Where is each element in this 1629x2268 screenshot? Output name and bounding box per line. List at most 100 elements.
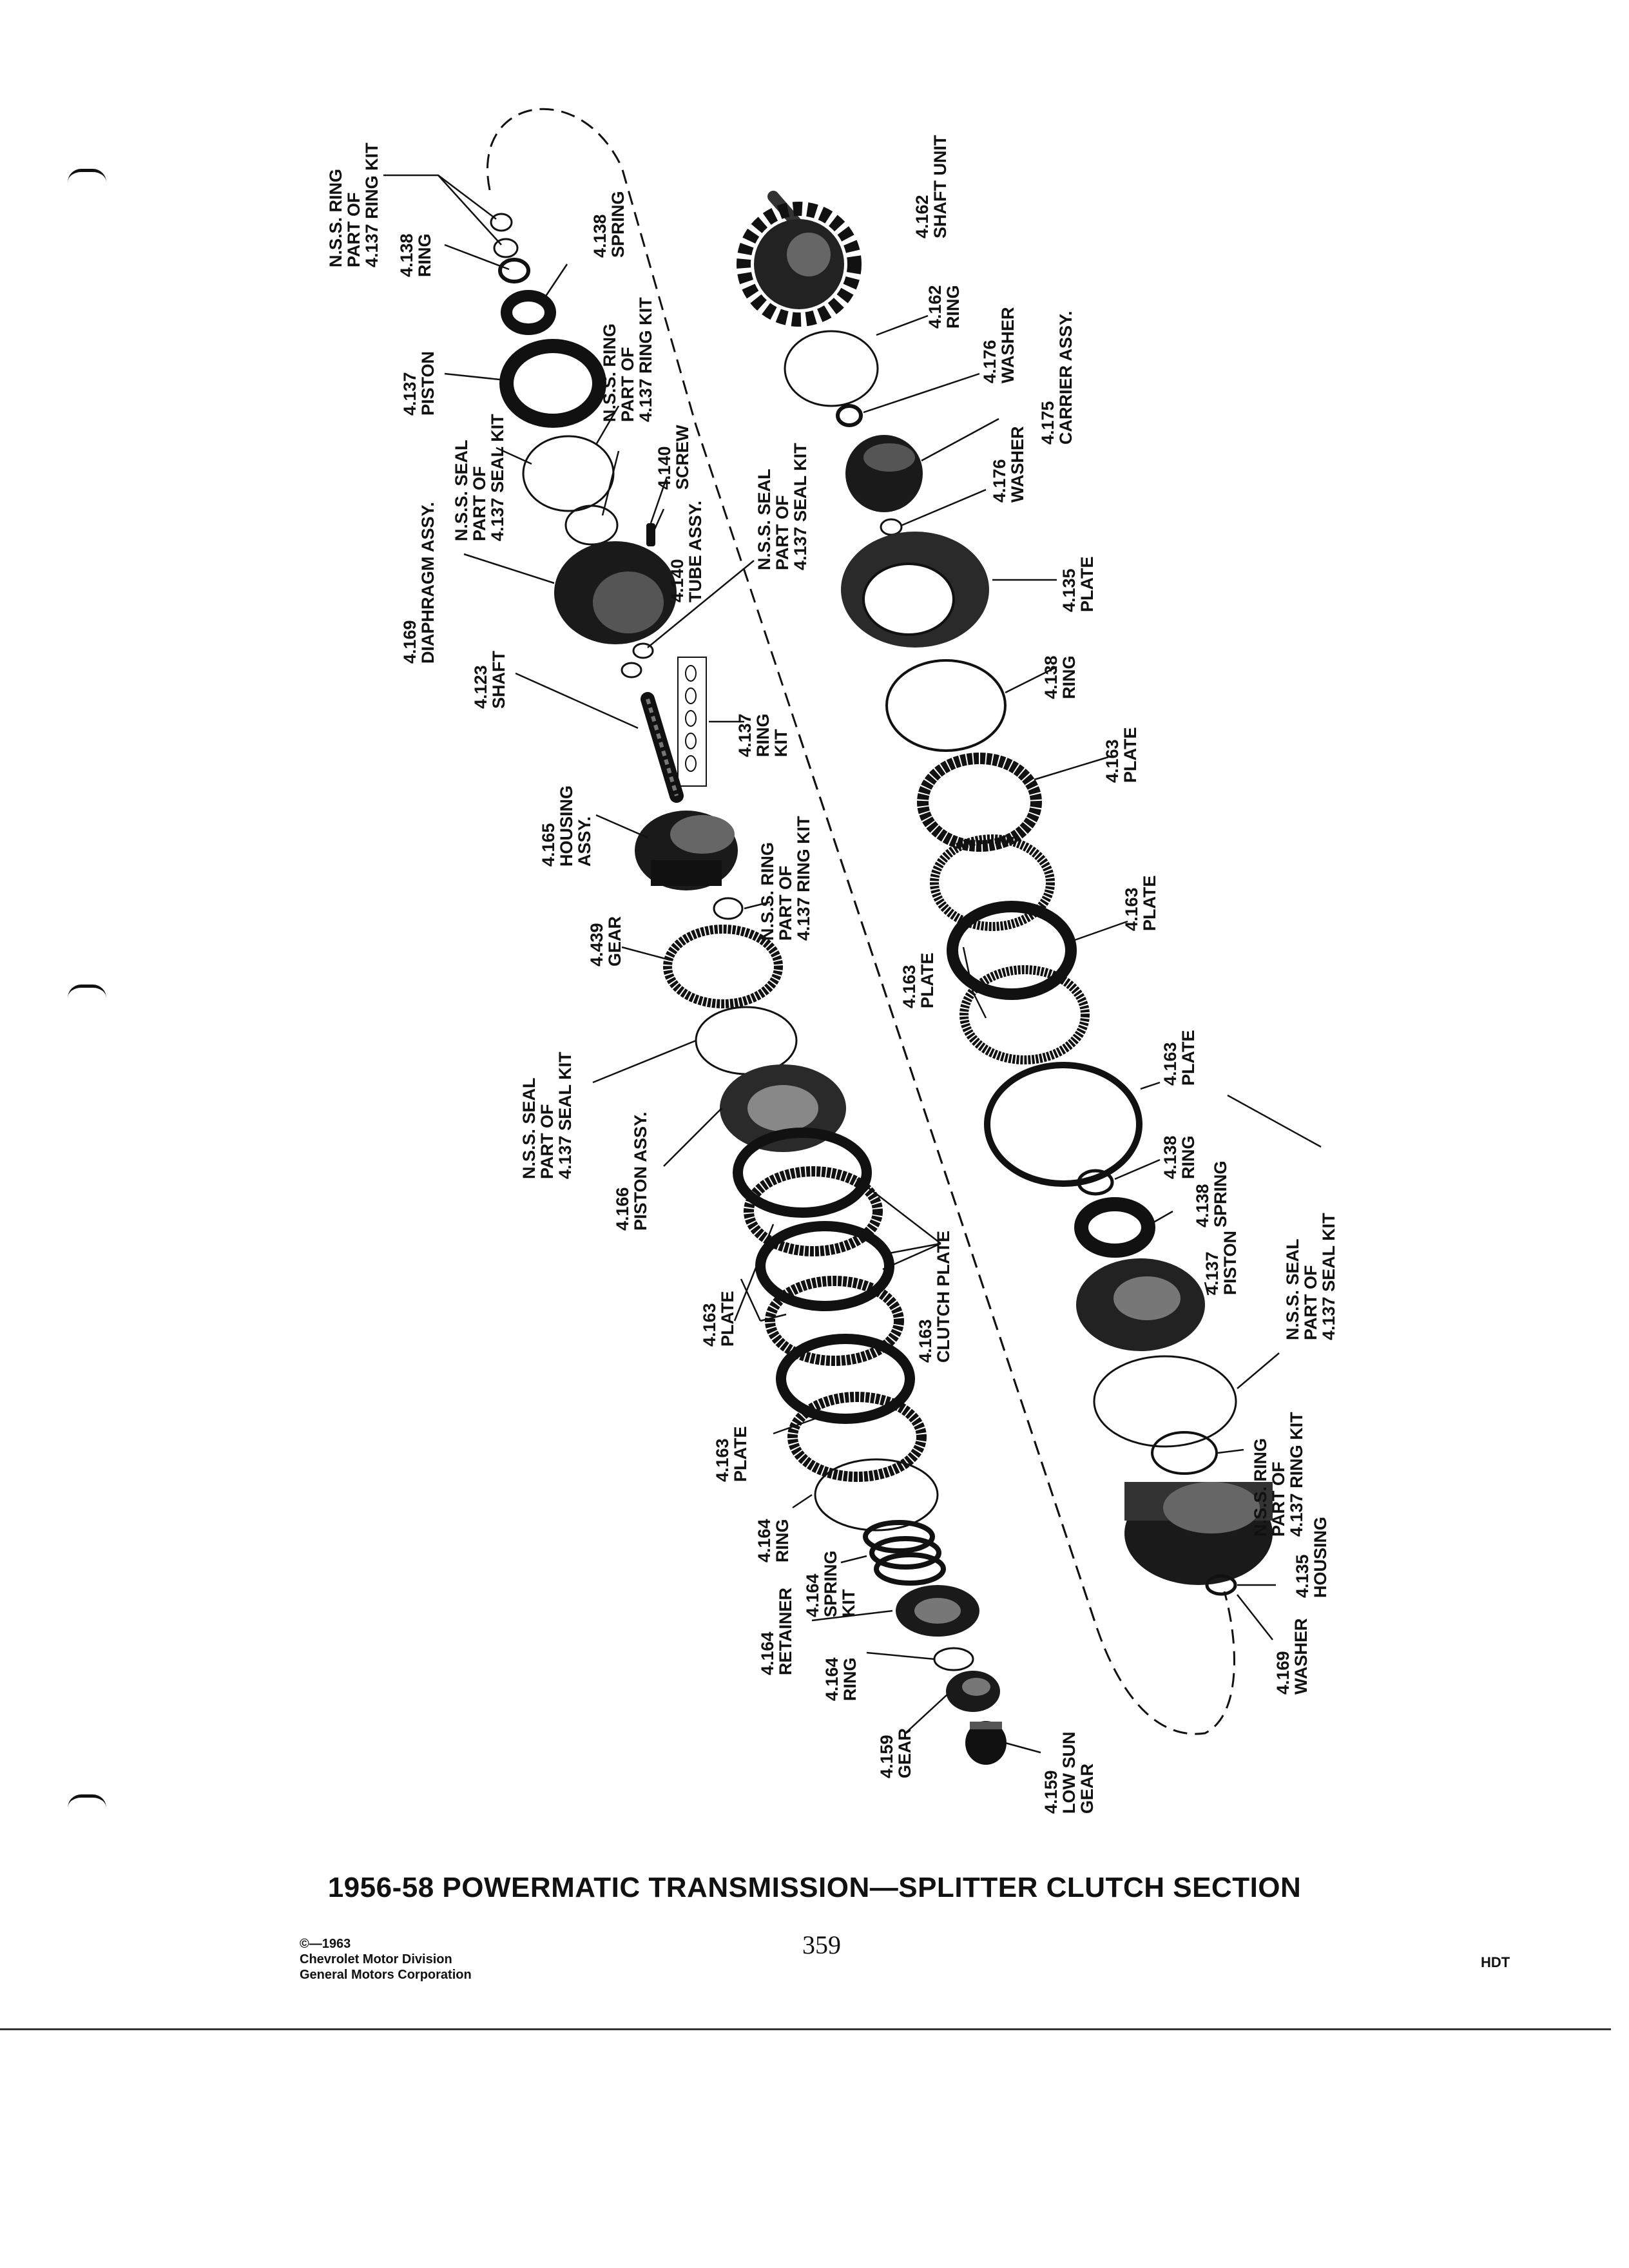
document-code: HDT — [1481, 1954, 1510, 1970]
label-4140-tube-assy: 4.140 TUBE ASSY. — [668, 501, 705, 602]
part-4162-ring — [784, 330, 879, 407]
label-line: PLATE — [918, 953, 937, 1009]
label-line: 4.137 RING KIT — [636, 297, 655, 422]
label-line: 4.176 — [990, 459, 1009, 503]
part-4162-shaft-unit — [737, 191, 862, 327]
label-nss-seal-upper: N.S.S. SEAL PART OF 4.137 SEAL KIT — [452, 414, 507, 541]
part-plate-4 — [765, 1276, 904, 1366]
copyright-line: Chevrolet Motor Division — [300, 1952, 452, 1966]
label-line: 4.137 RING KIT — [794, 816, 813, 941]
label-line: PISTON ASSY. — [631, 1111, 650, 1231]
label-line: PLATE — [1121, 727, 1140, 783]
label-line: RING — [840, 1658, 860, 1702]
part-4138-spring-left — [501, 290, 556, 335]
label-line: 4.163 — [1103, 739, 1122, 783]
part-plate-1 — [733, 1128, 872, 1218]
part-nss-ring-lower — [1151, 1431, 1218, 1475]
label-4169-washer: 4.169 WASHER — [1273, 1618, 1311, 1695]
label-line: 4.137 SEAL KIT — [791, 443, 810, 570]
label-line: 4.138 — [1161, 1135, 1180, 1179]
label-4162-ring: 4.162 RING — [925, 285, 963, 329]
label-line: 4.135 — [1293, 1554, 1312, 1598]
label-line: PLATE — [1140, 876, 1159, 932]
label-4163-clutch-plate: 4.163 CLUTCH PLATE — [916, 1231, 953, 1363]
part-4176-washer-lower — [880, 518, 903, 536]
label-line: WASHER — [998, 307, 1017, 383]
label-4163-plate-right-4: 4.163 PLATE — [1161, 1030, 1198, 1086]
part-4165-housing-assy — [635, 811, 738, 890]
label-line: WASHER — [1008, 426, 1027, 503]
part-nss-seal-upper — [522, 435, 615, 512]
part-right-plate-1 — [917, 753, 1042, 852]
label-4137-piston-right: 4.137 PISTON — [1202, 1231, 1240, 1295]
label-line: 4.439 — [587, 923, 606, 966]
label-nss-ring-upper: N.S.S. RING PART OF 4.137 RING KIT — [600, 297, 655, 422]
label-4163-plate-left: 4.163 PLATE — [700, 1291, 737, 1347]
label-nss-ring-gear: N.S.S. RING PART OF 4.137 RING KIT — [758, 816, 813, 941]
label-4169-diaphragm-assy: 4.169 DIAPHRAGM ASSY. — [400, 502, 438, 664]
label-line: SHAFT — [489, 651, 508, 709]
label-line: N.S.S. RING — [1251, 1438, 1270, 1537]
part-4135-plate — [841, 532, 989, 648]
part-4164-retainer — [896, 1585, 979, 1637]
assembly-dashed-line-lower — [798, 734, 1097, 1624]
leader-lines-left — [383, 174, 1041, 1754]
label-line: 4.175 — [1038, 401, 1057, 445]
label-line: PISTON — [418, 351, 438, 416]
part-4138-ring-right — [885, 659, 1007, 752]
label-line: 4.163 — [713, 1438, 732, 1482]
part-nss-seal-mid — [695, 1006, 798, 1075]
label-line: PLATE — [1077, 557, 1097, 613]
part-4164-ring — [814, 1458, 939, 1532]
part-4137-piston-left — [499, 339, 606, 428]
label-line: 4.137 SEAL KIT — [1319, 1213, 1338, 1340]
label-line: PART OF — [537, 1104, 557, 1180]
page-number: 359 — [802, 1930, 841, 1959]
part-4439-gear — [663, 925, 783, 1008]
part-4138-ring-lower — [1077, 1169, 1114, 1196]
label-4135-housing: 4.135 HOUSING — [1293, 1517, 1330, 1598]
label-line: SPRING — [608, 191, 628, 258]
label-line: HOUSING — [1311, 1517, 1330, 1598]
label-line: 4.163 — [916, 1319, 935, 1363]
label-line: N.S.S. SEAL — [755, 468, 774, 570]
label-4164-spring-kit: 4.164 SPRING KIT — [803, 1550, 858, 1617]
label-line: N.S.S. SEAL — [1283, 1238, 1302, 1340]
label-nss-seal-lower: N.S.S. SEAL PART OF 4.137 SEAL KIT — [1283, 1213, 1338, 1340]
label-line: 4.163 — [700, 1303, 719, 1347]
label-4138-spring-left: 4.138 SPRING — [590, 191, 628, 258]
label-line: 4.162 — [925, 285, 945, 329]
label-4163-plate-lower-left: 4.163 PLATE — [713, 1427, 750, 1483]
label-line: 4.135 — [1059, 568, 1079, 612]
part-nss-seal-lower — [1093, 1355, 1237, 1448]
part-4138-spring-lower — [1074, 1197, 1155, 1258]
label-nss-ring-lower: N.S.S. RING PART OF 4.137 RING KIT — [1251, 1412, 1306, 1537]
label-line: 4.164 — [755, 1519, 774, 1562]
label-line: RING — [773, 1519, 792, 1563]
label-line: PLATE — [1179, 1030, 1198, 1086]
label-line: 4.137 SEAL KIT — [488, 414, 507, 541]
label-line: CARRIER ASSY. — [1056, 311, 1075, 445]
label-4162-shaft-unit: 4.162 SHAFT UNIT — [912, 135, 950, 238]
label-4140-screw: 4.140 SCREW — [655, 425, 692, 490]
label-line: SPRING — [821, 1550, 840, 1617]
label-line: 4.166 — [613, 1187, 632, 1231]
label-line: PART OF — [1269, 1462, 1288, 1537]
label-line: 4.169 — [1273, 1651, 1293, 1695]
label-line: 4.137 RING KIT — [362, 142, 381, 267]
assembly-dashed-line — [487, 108, 1235, 1735]
svg-text:PART OF: PART OF — [344, 193, 363, 268]
part-4137-ring-kit-box — [677, 657, 707, 787]
label-line: SHAFT UNIT — [930, 135, 950, 238]
label-line: GEAR — [895, 1728, 914, 1778]
label-line: PART OF — [776, 866, 795, 941]
label-line: 4.176 — [980, 340, 999, 383]
label-line: SPRING — [1211, 1160, 1230, 1227]
svg-text:4.137 RING KIT: 4.137 RING KIT — [362, 142, 381, 267]
label-4138-ring-left: 4.138 RING — [397, 233, 434, 277]
label-line: 4.138 — [397, 233, 416, 277]
label-4159-gear: 4.159 GEAR — [877, 1728, 914, 1778]
label-line: PISTON — [1220, 1231, 1240, 1295]
label-line: 4.137 — [400, 372, 419, 416]
part-4123-shaft — [641, 692, 684, 803]
